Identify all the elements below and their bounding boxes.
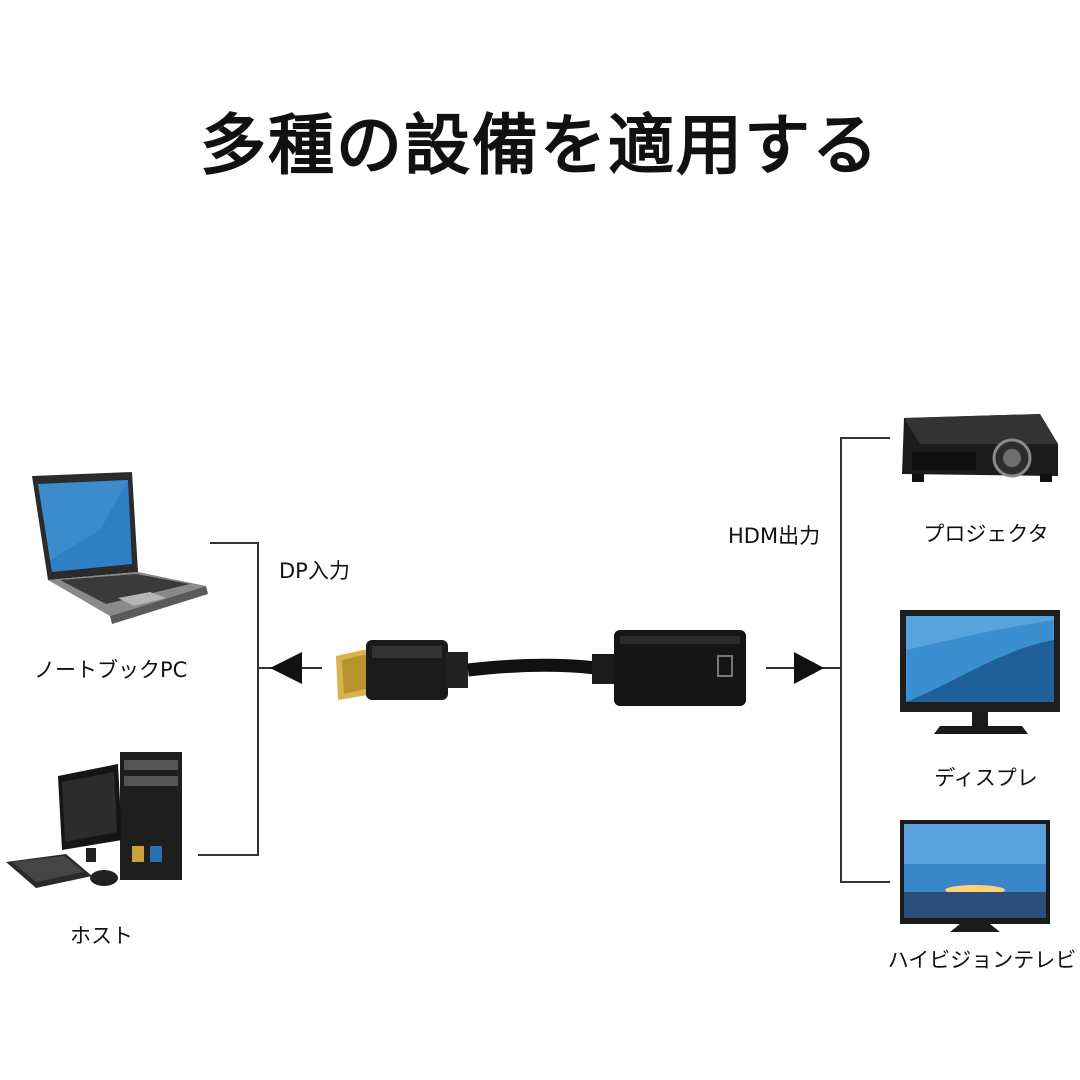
input-bracket [198, 542, 322, 856]
dp-connector-icon [336, 640, 468, 700]
input-arrow-icon [270, 652, 302, 684]
tv-icon [900, 820, 1050, 932]
device-label-display: ディスプレ [934, 766, 1038, 790]
output-arrow-icon [794, 652, 824, 684]
monitor-icon [900, 610, 1060, 734]
output-label: HDM出力 [728, 524, 821, 548]
page-title: 多種の設備を適用する [200, 107, 880, 184]
laptop-icon [32, 472, 208, 624]
device-label-tv: ハイビジョンテレビ [887, 948, 1077, 972]
device-label-host: ホスト [70, 924, 133, 948]
input-label: DP入力 [279, 559, 350, 583]
output-bracket [766, 437, 890, 883]
hdmi-adapter-icon [592, 630, 746, 706]
device-label-laptop: ノートブックPC [34, 658, 188, 682]
projector-icon [902, 414, 1058, 482]
desktop-pc-icon [6, 752, 182, 888]
cable-line [467, 658, 597, 677]
device-label-projector: プロジェクタ [923, 522, 1049, 546]
